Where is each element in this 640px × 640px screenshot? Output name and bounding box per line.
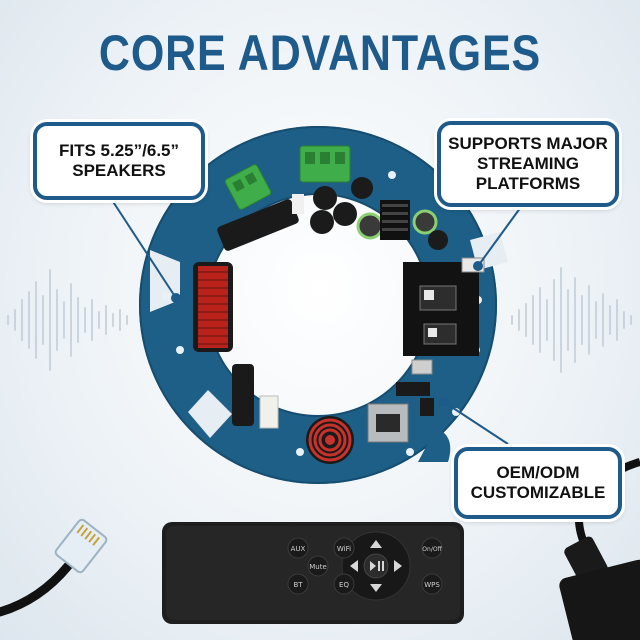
- arrow-up-icon: [370, 540, 382, 548]
- play-pause-icon: [370, 561, 376, 571]
- ethernet-port: [367, 398, 434, 443]
- callout-pointers: [107, 193, 527, 445]
- callout-speaker-fit-text: FITS 5.25”/6.5” SPEAKERS: [59, 141, 179, 180]
- remote-wifi-label: WiFi: [337, 545, 351, 553]
- remote-eq-label: EQ: [339, 581, 349, 589]
- arrow-left-icon: [350, 560, 358, 572]
- remote-aux-label: AUX: [291, 545, 306, 553]
- capacitors: [310, 177, 448, 250]
- terminal-block: [224, 145, 351, 210]
- power-resistors: [217, 194, 304, 429]
- arrow-down-icon: [370, 584, 382, 592]
- page-title: CORE ADVANTAGES: [98, 25, 542, 81]
- callout-oem-text: OEM/ODM CUSTOMIZABLE: [470, 463, 606, 502]
- callout-streaming: SUPPORTS MAJOR STREAMING PLATFORMS: [437, 121, 619, 207]
- arrow-right-icon: [394, 560, 402, 572]
- callout-streaming-text: SUPPORTS MAJOR STREAMING PLATFORMS: [448, 134, 608, 193]
- callout-oem: OEM/ODM CUSTOMIZABLE: [454, 447, 622, 519]
- ethernet-cable: [0, 518, 108, 617]
- remote-onoff-label: On/Off: [422, 546, 442, 553]
- remote-bt-label: BT: [293, 581, 303, 589]
- remote-mute-label: Mute: [309, 563, 327, 571]
- sound-wave-icon: [7, 269, 128, 371]
- callout-speaker-fit: FITS 5.25”/6.5” SPEAKERS: [33, 122, 205, 200]
- remote-control: AUX WiFi Mute BT EQ On/Off WPS: [162, 522, 464, 624]
- inductor-coil: [193, 262, 354, 464]
- sound-wave-icon: [511, 267, 632, 373]
- remote-wps-label: WPS: [424, 581, 440, 589]
